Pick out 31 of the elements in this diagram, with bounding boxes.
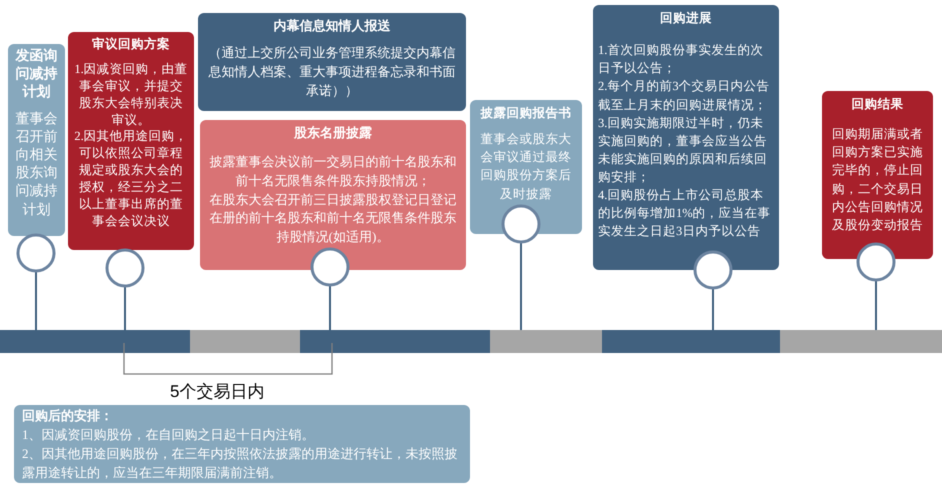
step-text: 2.每个月的前3个交易日内公告截至上月末的回购进展情况； xyxy=(598,78,771,114)
step-text: 披露董事会决议前一交易日的前十名股东和前十名无限售条件股东持股情况； xyxy=(208,152,458,190)
step-text: 董事会召开前向相关股东询问减持计划 xyxy=(14,110,58,220)
step-text: 3.回购实施期限过半时，仍未实施回购的，董事会应当公告未能实施回购的原因和后续回购安排； xyxy=(598,114,768,186)
step-box xyxy=(68,32,194,250)
step-box xyxy=(822,91,933,259)
step-text: 回购期届满或者回购方案已实施完毕的，停止回购，二个交易日内公告回购情况及股份变动报告 xyxy=(831,126,924,234)
step-title: 回购进展 xyxy=(659,10,713,27)
step-box xyxy=(198,13,466,111)
step-box xyxy=(8,44,65,236)
time-label: 5个交易日内 xyxy=(170,381,264,403)
step-box xyxy=(593,5,779,270)
step-title: 审议回购方案 xyxy=(91,36,171,53)
step-title: 股东名册披露 xyxy=(292,124,373,142)
step-title: 回购后的安排： xyxy=(22,407,114,425)
step-text: 2、因其他用途回购股份，在三年内按照依法披露的用途进行转让，未按照披露用途转让的，应当在三年期限届满前注销。 xyxy=(22,444,458,482)
step-text: 在股东大会召开前三日披露股权登记日登记在册的前十名股东和前十名无限售条件股东持股情况(如适用)。 xyxy=(208,190,458,246)
step-box xyxy=(200,120,466,270)
step-text: 2.因其他用途回购，可以依照公司章程规定或股东大会的授权，经三分之二以上董事出席的董事会会议决议 xyxy=(73,128,189,230)
step-text: 董事会或股东大会审议通过最终回购股份方案后及时披露 xyxy=(480,131,572,202)
step-text: 1.因减资回购，由董事会审议，并提交股东大会特别表决审议。 xyxy=(73,60,189,128)
step-title: 内幕信息知情人报送 xyxy=(272,17,392,35)
step-box xyxy=(470,100,582,234)
note-box xyxy=(14,405,470,483)
step-title: 回购结果 xyxy=(850,96,904,113)
step-title: 披露回购报告书 xyxy=(479,105,572,122)
step-text: 1、因减资回购股份，在自回购之日起十日内注销。 xyxy=(22,426,316,444)
step-text: 4.回购股份占上市公司总股本的比例每增加1%的，应当在事实发生之日起3日内予以公告 xyxy=(598,187,772,240)
step-text: （通过上交所公司业务管理系统提交内幕信息知情人档案、重大事项进程备忘录和书面承诺）） xyxy=(208,44,456,100)
step-text: 1.首次回购股份事实发生的次日予以公告； xyxy=(598,42,764,78)
step-title: 发函询问减持计划 xyxy=(14,48,58,102)
